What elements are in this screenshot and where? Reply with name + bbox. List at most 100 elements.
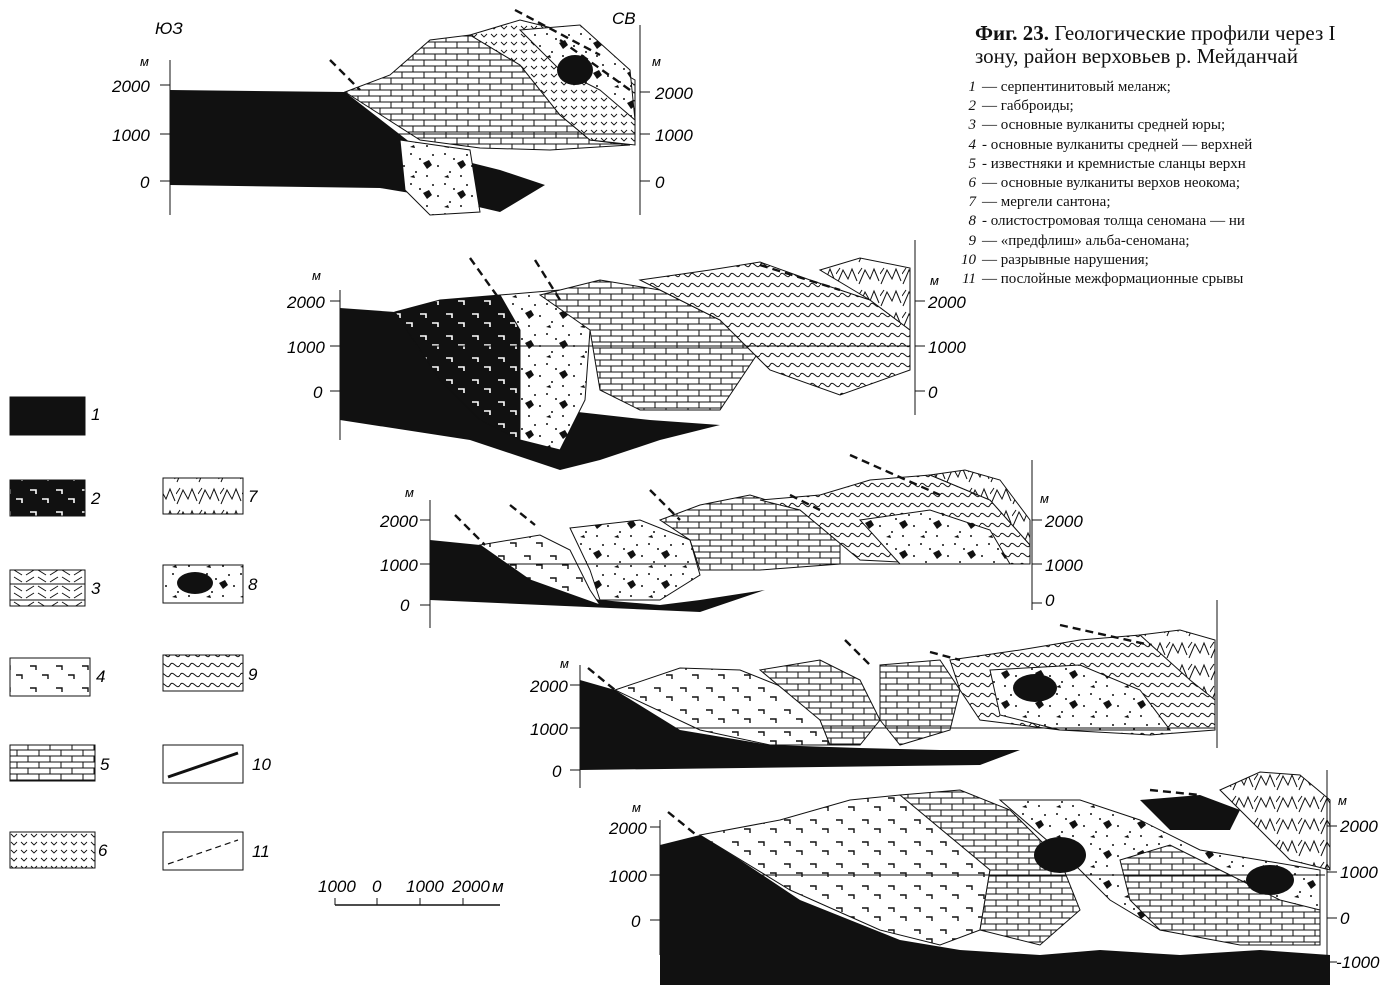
legend-box-num: 8 xyxy=(248,575,258,594)
profile-2-unit-left: м xyxy=(312,268,321,283)
profile-2-unit-right: м xyxy=(930,273,939,288)
scale-label: 0 xyxy=(372,877,382,896)
legend-item-text: - основные вулканиты средней — верхней xyxy=(982,137,1252,153)
profile-4-tick-left: 1000 xyxy=(530,720,568,739)
legend-box-2 xyxy=(10,480,85,516)
profile-5-tick-right: 0 xyxy=(1340,909,1350,928)
legend-box-num: 6 xyxy=(98,841,108,860)
profile-5-unit-right: м xyxy=(1338,793,1347,808)
legend-item-text: — разрывные нарушения; xyxy=(982,252,1149,268)
legend-item-number: 5 xyxy=(958,155,976,174)
profile-1-right-direction: СВ xyxy=(612,9,636,28)
legend-boxes: 1 2 3 4 5 6 7 8 9 10 11 xyxy=(10,397,271,870)
legend-item-text: — «предфлиш» альба-сеномана; xyxy=(982,233,1190,249)
legend-item: 10 — разрывные нарушения; xyxy=(958,251,1391,270)
profile-3-tick-right: 2000 xyxy=(1044,512,1083,531)
profile-1-tick-left: 2000 xyxy=(111,77,150,96)
legend-box-4 xyxy=(10,658,90,696)
legend-box-num: 9 xyxy=(248,665,258,684)
profile-1-olistostrome-lower xyxy=(400,140,480,215)
profile-2-tick-left: 2000 xyxy=(286,293,325,312)
legend-item: 5 - известняки и кремнистые сланцы верхн xyxy=(958,155,1391,174)
legend-item-text: — основные вулканиты верхов неокома; xyxy=(982,175,1240,191)
profile-3-tick-right: 1000 xyxy=(1045,556,1083,575)
scale-label: 1000 xyxy=(318,877,356,896)
legend-item-text: - олистостромовая толща сеномана — ни xyxy=(982,213,1245,229)
profile-2-tick-right: 2000 xyxy=(927,293,966,312)
profile-3-unit-right: м xyxy=(1040,491,1049,506)
legend-item-number: 11 xyxy=(958,270,976,289)
profile-1-tick-left: 0 xyxy=(140,173,150,192)
legend-item: 11 — послойные межформационные срывы xyxy=(958,270,1391,289)
profile-1: ЮЗ СВ м м 2000 1000 0 2000 1000 0 xyxy=(111,9,693,215)
figure-number: Фиг. 23. xyxy=(975,22,1049,45)
profile-2-tick-left: 0 xyxy=(313,383,323,402)
figure-title-text: Геологические профили через Ι xyxy=(1049,22,1335,45)
profile-5-tick-left: 0 xyxy=(631,912,641,931)
profile-1-tick-right: 0 xyxy=(655,173,665,192)
legend-list: 1 — серпентинитовый меланж; 2 — габброиды;… xyxy=(958,78,1391,289)
legend-item-number: 4 xyxy=(958,136,976,155)
legend-box-num: 11 xyxy=(252,842,270,861)
profile-1-unit-left: м xyxy=(140,54,149,69)
legend-item-number: 1 xyxy=(958,78,976,97)
legend-item-text: — послойные межформационные срывы xyxy=(982,271,1243,287)
legend-item: 7 — мергели сантона; xyxy=(958,193,1391,212)
profile-3: м м 2000 1000 0 2000 1000 0 xyxy=(379,455,1083,628)
figure-title: Фиг. 23. Геологические профили через Ι з… xyxy=(975,22,1391,68)
scale-bar: 1000 0 1000 2000 м xyxy=(318,877,504,905)
profile-1-tick-right: 1000 xyxy=(655,126,693,145)
profile-1-unit-right: м xyxy=(652,54,661,69)
profile-5-tick-left: 2000 xyxy=(608,819,647,838)
legend-item-text: — серпентинитовый меланж; xyxy=(982,79,1171,95)
legend-box-1 xyxy=(10,397,85,435)
legend-item-number: 6 xyxy=(958,174,976,193)
legend-box-num: 4 xyxy=(96,667,105,686)
profile-3-tick-right: 0 xyxy=(1045,591,1055,610)
profile-2-tick-right: 0 xyxy=(928,383,938,402)
profile-1-tick-right: 2000 xyxy=(654,84,693,103)
legend-box-num: 1 xyxy=(91,405,100,424)
profile-4: м 2000 1000 0 xyxy=(529,600,1217,788)
profile-5-marl xyxy=(1220,772,1330,870)
profile-3-tick-left: 1000 xyxy=(380,556,418,575)
profile-3-unit-left: м xyxy=(405,485,414,500)
legend-box-11 xyxy=(163,832,243,870)
legend-item: 6 — основные вулканиты верхов неокома; xyxy=(958,174,1391,193)
legend-box-7 xyxy=(163,478,243,514)
legend-item-number: 9 xyxy=(958,232,976,251)
legend-item-text: — мергели сантона; xyxy=(982,194,1111,210)
legend-box-num: 7 xyxy=(248,487,258,506)
profile-5-unit-left: м xyxy=(632,800,641,815)
legend-item: 3 — основные вулканиты средней юры; xyxy=(958,116,1391,135)
profile-5-olist-dark xyxy=(1140,795,1240,830)
legend-box-num: 2 xyxy=(90,489,101,508)
profile-2-tick-left: 1000 xyxy=(287,338,325,357)
legend-item: 2 — габброиды; xyxy=(958,97,1391,116)
profile-4-tick-left: 2000 xyxy=(529,677,568,696)
legend-item-number: 10 xyxy=(958,251,976,270)
profile-2-tick-right: 1000 xyxy=(928,338,966,357)
profile-5-tick-right: 1000 xyxy=(1340,863,1378,882)
legend-item-text: - известняки и кремнистые сланцы верхн xyxy=(982,156,1246,172)
legend-box-6 xyxy=(10,832,95,868)
legend-item: 8- олистостромовая толща сеномана — ни xyxy=(958,212,1391,231)
legend-box-num: 10 xyxy=(252,755,271,774)
legend-item: 4 - основные вулканиты средней — верхней xyxy=(958,136,1391,155)
profile-5-tick-right: 2000 xyxy=(1339,817,1378,836)
legend-item-number: 7 xyxy=(958,193,976,212)
legend-item-number: 2 xyxy=(958,97,976,116)
legend-box-5 xyxy=(10,745,95,781)
profile-5-tick-right: -1000 xyxy=(1336,953,1380,972)
profile-2: м м 2000 1000 0 2000 1000 0 xyxy=(286,240,966,470)
legend-item-text: — основные вулканиты средней юры; xyxy=(982,117,1225,133)
scale-label: 1000 xyxy=(406,877,444,896)
legend-item-number: 3 xyxy=(958,116,976,135)
legend-item: 1 — серпентинитовый меланж; xyxy=(958,78,1391,97)
profile-4-unit-left: м xyxy=(560,656,569,671)
profile-1-tick-left: 1000 xyxy=(112,126,150,145)
legend-box-3 xyxy=(10,570,85,606)
legend-item-text: — габброиды; xyxy=(982,98,1074,114)
figure-title-line2: зону, район верховьев р. Мейданчай xyxy=(975,45,1391,68)
legend-box-num: 5 xyxy=(100,755,110,774)
